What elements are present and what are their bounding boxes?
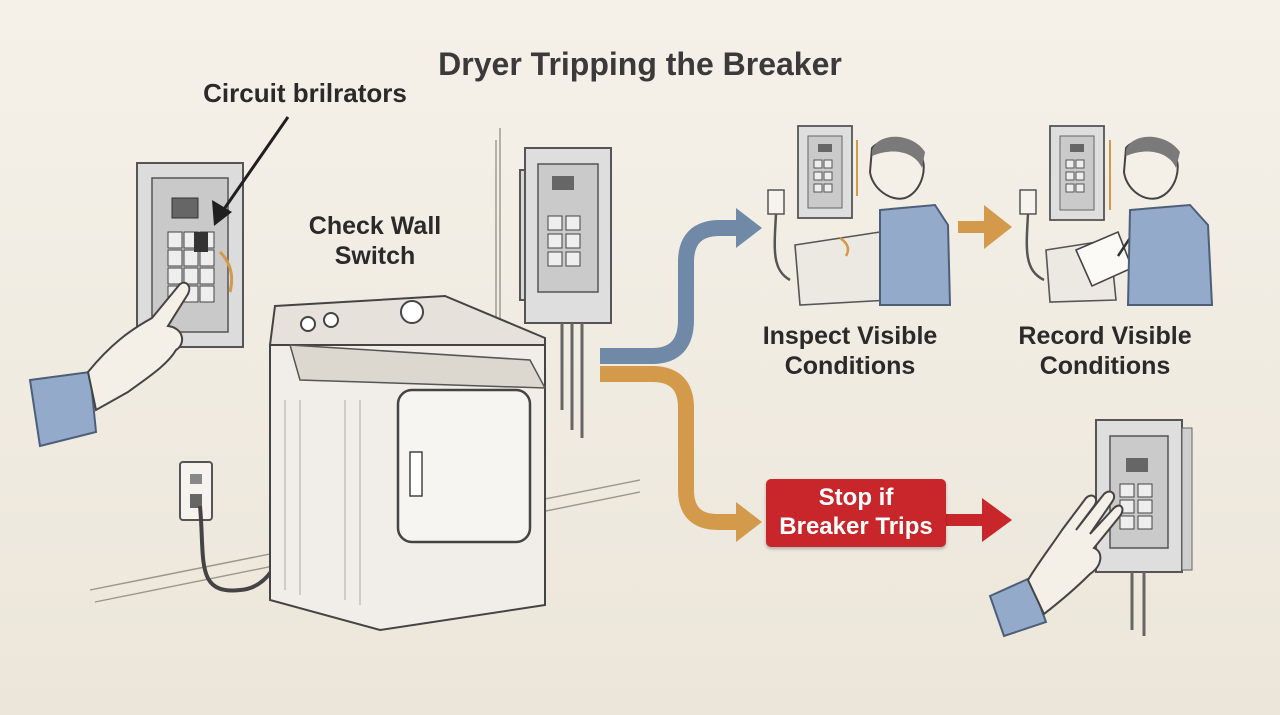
hand-pointing-breaker (28, 281, 191, 448)
step-inspect-visible-conditions: Inspect Visible Conditions (745, 322, 955, 381)
hand (1026, 490, 1124, 616)
step-record-line2: Conditions (1039, 351, 1171, 380)
hand (86, 281, 191, 412)
inspect-scene (767, 125, 952, 306)
flow-arrow-orange (600, 366, 762, 542)
scene-dryer (794, 231, 891, 306)
sleeve (988, 576, 1048, 638)
stop-label: Stop if Breaker Trips (771, 484, 941, 542)
callout-arrow (212, 116, 290, 226)
scene-outlet (767, 189, 785, 215)
sleeve (28, 370, 98, 448)
panel-main-switch (552, 176, 574, 190)
bottom-right-breaker-panel (1095, 419, 1193, 636)
record-scene (1019, 125, 1214, 306)
stop-line2: Breaker Trips (779, 513, 933, 540)
conduit (560, 323, 584, 438)
stop-if-breaker-trips-box: Stop if Breaker Trips (766, 479, 946, 547)
step-check-wall-switch: Check Wall Switch (290, 212, 460, 271)
person-body (879, 203, 952, 306)
hand-reaching-panel (988, 490, 1124, 638)
dryer-door (396, 388, 532, 544)
stop-line1: Stop if (818, 484, 894, 512)
dryer-knob-1 (300, 316, 316, 332)
diagram-title: Dryer Tripping the Breaker (438, 46, 842, 82)
panel-main-switch (1126, 458, 1148, 472)
step-check-line2: Switch (334, 241, 416, 270)
step-check-line1: Check Wall (308, 212, 442, 240)
dryer-shading (284, 400, 361, 605)
middle-breaker-panel (519, 147, 612, 438)
breaker-rows (1119, 483, 1153, 530)
dryer-door-handle (409, 451, 423, 497)
dryer-knob-2 (323, 312, 339, 328)
breaker-rows (547, 215, 581, 267)
reset-motion-arrow (218, 250, 234, 293)
dryer (268, 294, 547, 632)
person-hair (1126, 136, 1180, 168)
arrow-inspect-to-record (958, 205, 1012, 249)
conduit (1130, 572, 1146, 636)
arrow-stop-to-panel (946, 498, 1012, 542)
tripped-breaker (194, 232, 208, 252)
dryer-dial (400, 300, 424, 324)
flow-arrow-blue (600, 208, 762, 364)
step-inspect-line2: Conditions (784, 351, 916, 380)
step-record-visible-conditions: Record Visible Conditions (995, 322, 1215, 381)
panel-main-switch (171, 197, 199, 219)
person-hair (872, 136, 925, 168)
callout-label: Circuit brilrators (203, 78, 407, 108)
step-record-line1: Record Visible (1018, 322, 1192, 350)
dryer-top (288, 344, 547, 389)
step-inspect-line1: Inspect Visible (762, 322, 938, 350)
scene-outlet (1019, 189, 1037, 215)
person-body (1126, 203, 1214, 306)
